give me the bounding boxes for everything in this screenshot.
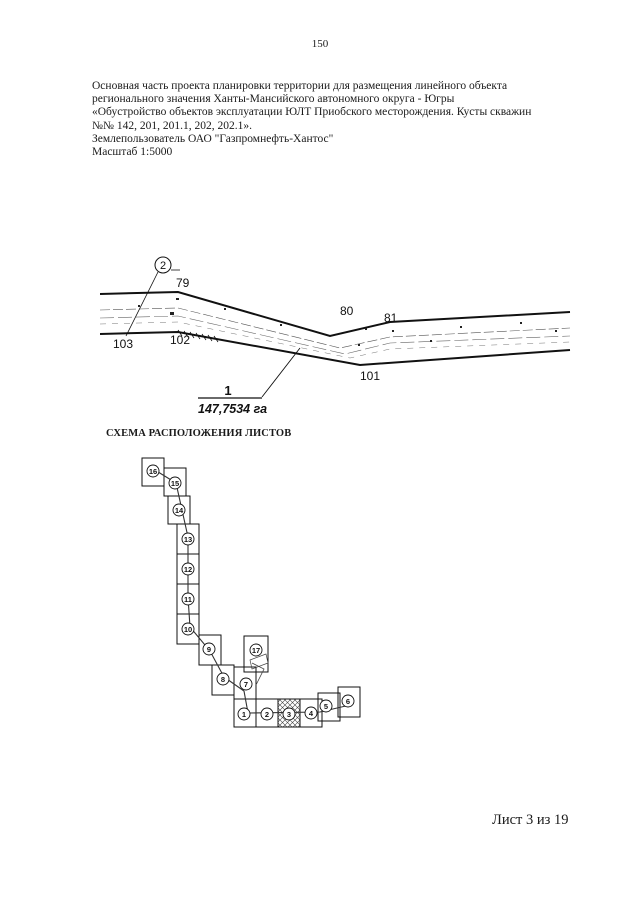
sheet-label-1: 1 [242,710,246,719]
scale-line: Масштаб 1:5000 [92,146,173,159]
point-label-80: 80 [340,304,354,318]
sheet-label-16: 16 [149,467,157,476]
sheet-label-6: 6 [346,697,350,706]
route-drawing: 2 79 80 81 103 102 101 1 147,7534 га [100,256,571,416]
document-header: Основная часть проекта планировки террит… [92,80,562,159]
sheet-box-9 [198,634,222,666]
land-user-line: Землепользователь ОАО "Газпромнефть-Хант… [92,132,334,145]
route-lower-boundary [100,330,571,367]
sheet-label-11: 11 [184,595,192,604]
point-label-79: 79 [176,276,190,290]
sheet-label-3: 3 [287,710,291,719]
point-label-101: 101 [360,369,380,383]
sheet-box-4 [299,698,323,728]
route-inner-line [100,315,571,355]
sheet-number-circles [146,464,355,721]
page-number: 150 [311,38,329,50]
sheet-label-10: 10 [184,625,192,634]
route-upper-boundary [100,290,571,338]
route-markers [138,298,557,346]
circle-label-marker [154,256,172,274]
sheet-label-4: 4 [309,709,314,718]
sheet-scheme: 16 15 14 13 12 11 10 9 8 7 17 1 2 3 4 5 … [141,457,361,728]
parcel-number: 1 [224,383,231,398]
header-line: Основная часть проекта планировки террит… [92,80,508,92]
sheet-label-9: 9 [207,645,211,654]
sheet-label-7: 7 [244,680,248,689]
sheet-box-17 [243,635,269,673]
point-label-81: 81 [384,311,398,325]
parcel-area: 147,7534 га [198,402,267,416]
sheet-counter: Лист 3 из 19 [492,812,569,828]
point-label-103: 103 [113,337,133,351]
sheet-label-5: 5 [324,702,328,711]
sheet-label-17: 17 [252,646,260,655]
sheet-box-10 [176,613,200,645]
point-label-102: 102 [170,333,190,347]
header-line: «Обустройство объектов эксплуатации ЮЛТ … [92,106,532,119]
parcel-leader [261,347,301,398]
boundary-hatch [177,329,219,343]
sheets-scheme-title: СХЕМА РАСПОЛОЖЕНИЯ ЛИСТОВ [106,428,292,439]
sheet-label-13: 13 [184,535,192,544]
sheet-label-8: 8 [221,675,225,684]
route-inner-line [100,321,571,359]
sheet-label-14: 14 [175,506,184,515]
circle-label-text: 2 [160,260,166,272]
header-line: №№ 142, 201, 201.1, 202, 202.1». [92,119,252,132]
sheet-label-2: 2 [265,710,269,719]
sheet-label-12: 12 [184,565,192,574]
header-line: регионального значения Ханты-Мансийского… [92,93,455,106]
sheet-box-6 [337,686,361,718]
route-inner-line [100,307,571,349]
sheet-label-15: 15 [171,479,179,488]
